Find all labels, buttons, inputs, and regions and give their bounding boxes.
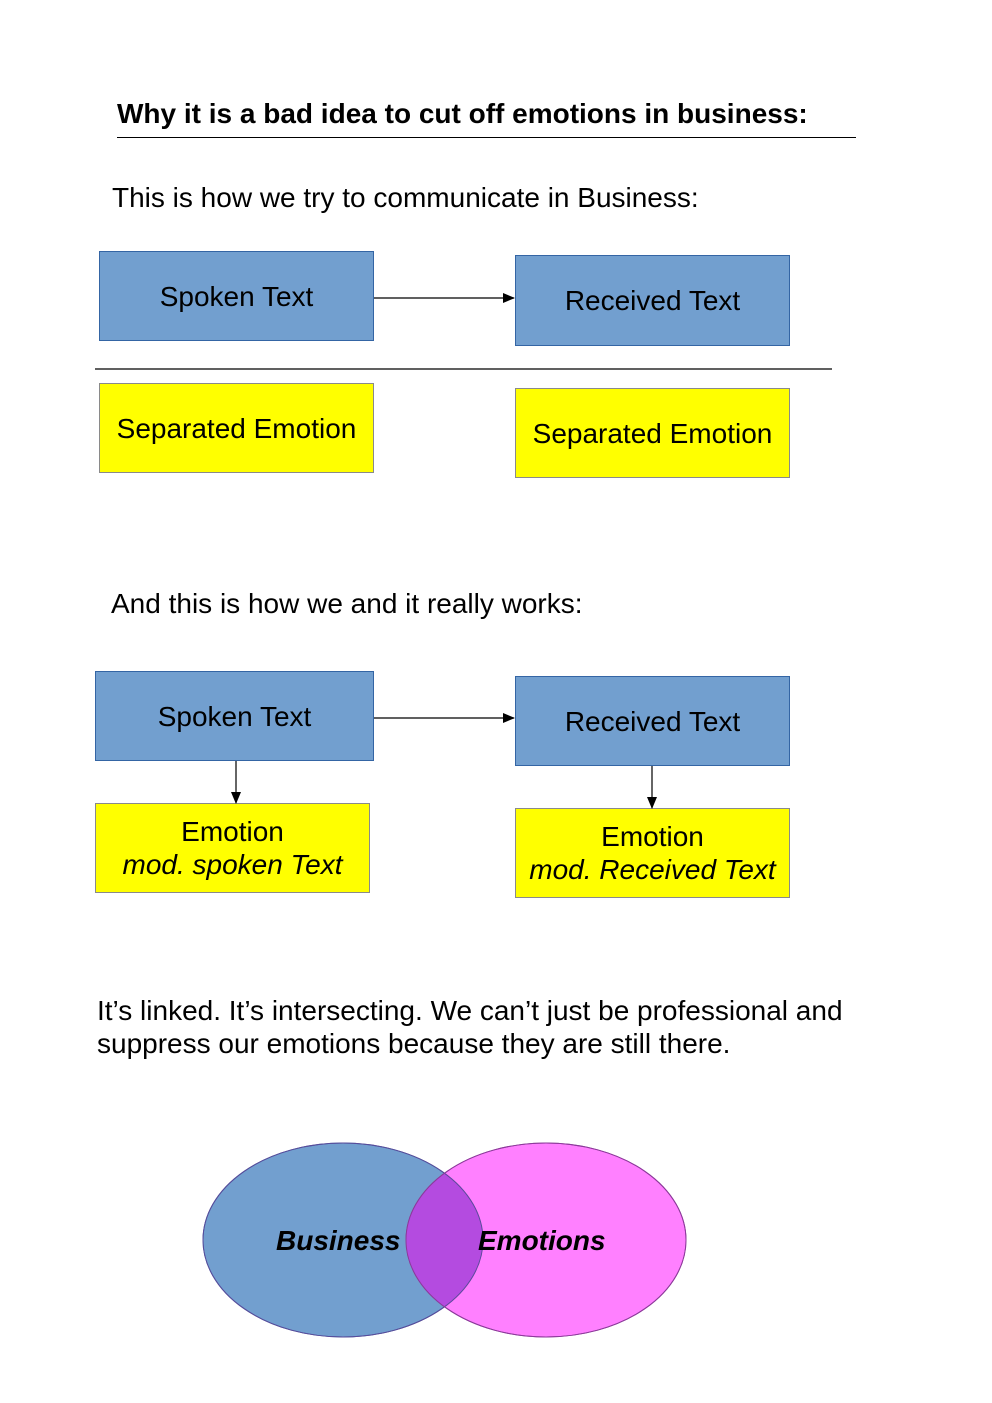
s2-received-text-box: Received Text <box>515 676 790 766</box>
section3-line2: suppress our emotions because they are s… <box>97 1028 731 1059</box>
s2-emotion-right-line1: Emotion <box>601 821 704 852</box>
s1-emotion-right-label: Separated Emotion <box>532 417 773 449</box>
s2-emotion-left-box: Emotion mod. spoken Text <box>95 803 370 893</box>
s2-received-text-label: Received Text <box>564 705 741 737</box>
s1-emotion-left-box: Separated Emotion <box>99 383 374 473</box>
page-title: Why it is a bad idea to cut off emotions… <box>117 98 808 129</box>
s2-spoken-text-box: Spoken Text <box>95 671 374 761</box>
s2-emotion-left-line1: Emotion <box>181 816 284 847</box>
title-underline <box>117 137 856 138</box>
s2-emotion-left-line2: mod. spoken Text <box>122 849 343 880</box>
s1-emotion-right-box: Separated Emotion <box>515 388 790 478</box>
section2-intro: And this is how we and it really works: <box>111 588 583 619</box>
section1-intro: This is how we try to communicate in Bus… <box>112 182 699 213</box>
s1-received-text-box: Received Text <box>515 255 790 346</box>
s1-spoken-text-box: Spoken Text <box>99 251 374 341</box>
s1-spoken-text-label: Spoken Text <box>159 280 314 312</box>
section3-line1: It’s linked. It’s intersecting. We can’t… <box>97 995 843 1026</box>
s2-emotion-right-box: Emotion mod. Received Text <box>515 808 790 898</box>
s1-received-text-label: Received Text <box>564 285 741 316</box>
s2-spoken-text-label: Spoken Text <box>157 700 312 732</box>
venn-business-label: Business <box>276 1225 401 1256</box>
venn-emotions-label: Emotions <box>478 1225 606 1256</box>
s2-emotion-right-line2: mod. Received Text <box>529 854 776 885</box>
s1-emotion-left-label: Separated Emotion <box>116 412 357 444</box>
